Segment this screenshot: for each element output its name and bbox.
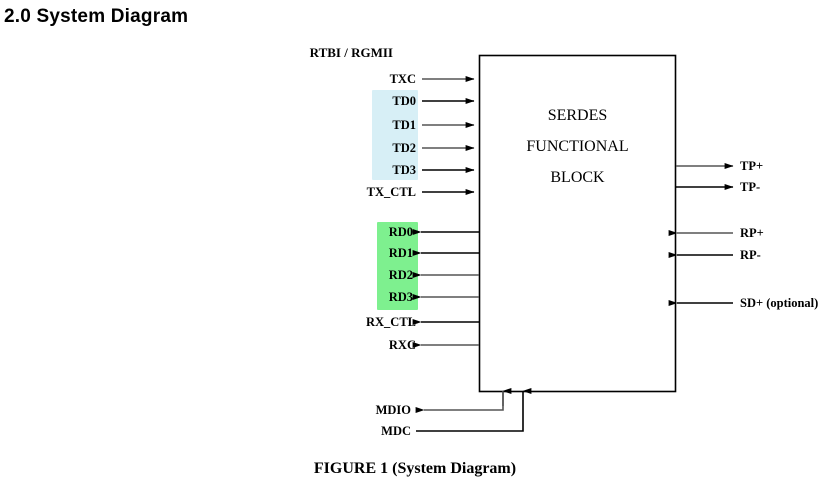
- signal-label-td0: TD0: [392, 94, 416, 108]
- signal-label-rx-ctl: RX_CTL: [365, 315, 416, 329]
- signal-label-rp-minus: RP-: [740, 248, 761, 262]
- serdes-functional-block-outline: [478, 54, 677, 393]
- signal-label-tx-ctl: TX_CTL: [366, 185, 416, 199]
- signal-label-td3: TD3: [392, 163, 416, 177]
- signal-label-td2: TD2: [392, 141, 416, 155]
- line-mdio: [415, 392, 504, 413]
- analog-signal-lines: [668, 163, 734, 306]
- bus-interface-label: RTBI / RGMII: [309, 45, 393, 60]
- tx-data-highlight-band: [372, 90, 418, 180]
- signal-label-rp-plus: RP+: [740, 226, 764, 240]
- signal-label-tp-plus: TP+: [740, 159, 764, 173]
- figure-caption: FIGURE 1 (System Diagram): [313, 460, 517, 477]
- block-title-line-1: SERDES: [547, 107, 608, 124]
- signal-label-td1: TD1: [392, 118, 416, 132]
- tx-signal-lines: [422, 76, 475, 195]
- signal-label-mdc: MDC: [381, 424, 411, 438]
- signal-label-tp-minus: TP-: [740, 180, 761, 194]
- signal-label-rxc: RXC: [388, 338, 416, 352]
- signal-label-rd2: RD2: [388, 268, 413, 282]
- line-mdc: [416, 388, 532, 432]
- signal-label-mdio: MDIO: [375, 403, 411, 417]
- signal-label-rd0: RD0: [388, 225, 413, 239]
- management-interface-lines: [415, 388, 532, 432]
- signal-label-sd-plus: SD+ (optional): [740, 296, 819, 310]
- signal-label-rd1: RD1: [388, 246, 413, 260]
- rx-data-highlight-band: [377, 222, 418, 310]
- block-title-line-3: BLOCK: [550, 169, 605, 186]
- page-title: 2.0 System Diagram: [4, 6, 189, 27]
- rx-signal-lines: [412, 229, 479, 348]
- signal-label-txc: TXC: [389, 72, 416, 86]
- block-title-line-2: FUNCTIONAL: [526, 138, 629, 155]
- signal-label-rd3: RD3: [388, 290, 413, 304]
- block-title-text: SERDES FUNCTIONAL BLOCK: [479, 100, 676, 193]
